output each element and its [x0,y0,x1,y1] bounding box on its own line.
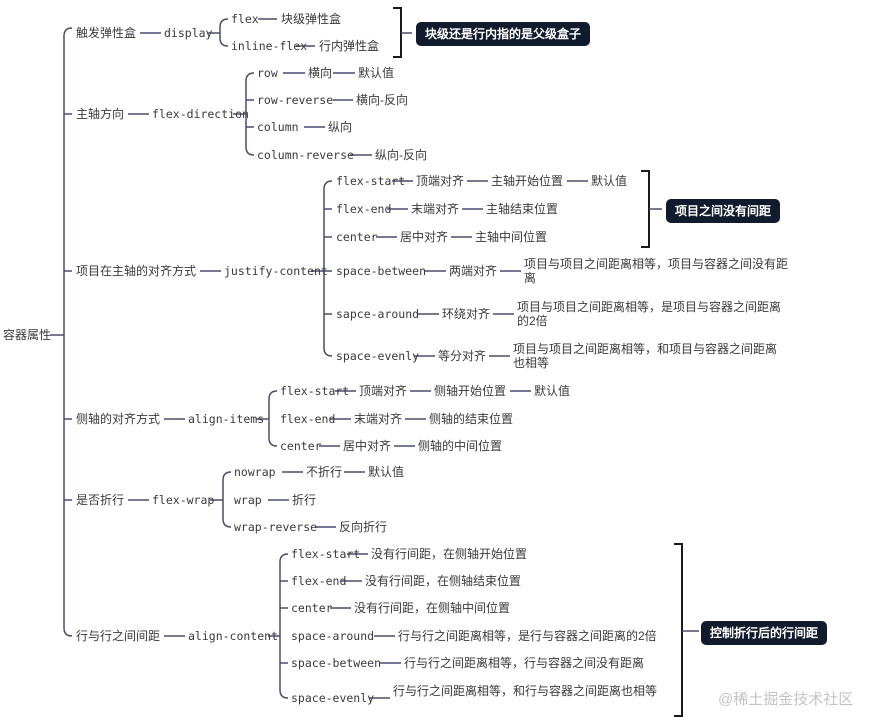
value-ac-center: center [291,601,333,615]
desc-ac-flex-start: 没有行间距，在侧轴开始位置 [371,547,528,561]
desc-wrap: 折行 [292,493,317,507]
desc-ai-center: 居中对齐 [343,439,392,453]
desc-inline-flex: 行内弹性盒 [319,39,380,53]
value-ai-center: center [280,439,322,453]
desc-flex: 块级弹性盒 [281,12,342,26]
value-jc-sapce-around: sapce-around [336,307,420,321]
prop-justify-content: justify-content [224,264,328,278]
prop-flex-direction: flex-direction [152,107,249,121]
extra2-ai-flex-start: 默认值 [534,384,571,398]
desc-jc-flex-end: 末端对齐 [411,202,460,216]
branch-justify-label: 项目在主轴的对齐方式 [76,264,197,278]
extra-row: 默认值 [358,66,395,80]
branch-align-label: 侧轴的对齐方式 [76,412,161,426]
extra-ai-center: 侧轴的中间位置 [418,439,503,453]
desc-jc-space-between: 两端对齐 [449,264,498,278]
value-jc-center: center [336,230,378,244]
value-flex: flex [231,12,259,26]
note-justify: 项目之间没有间距 [666,199,781,223]
branch-content-label: 行与行之间间距 [76,629,161,643]
desc-ai-flex-end: 末端对齐 [354,412,403,426]
desc-ac-space-evenly: 行与行之间距离相等，和行与容器之间距离也相等 [393,684,658,698]
value-jc-space-evenly: space-evenly [336,349,420,363]
branch-wrap-label: 是否折行 [76,493,125,507]
desc-jc-space-evenly: 等分对齐 [438,349,487,363]
value-jc-flex-start: flex-start [336,174,406,188]
watermark: @稀土掘金技术社区 [718,691,854,708]
value-ac-flex-end: flex-end [291,574,347,588]
extra-jc-center: 主轴中间位置 [475,230,548,244]
extra-ai-flex-start: 侧轴开始位置 [434,384,507,398]
extra2-jc-flex-start: 默认值 [591,174,628,188]
value-ai-flex-start: flex-start [280,384,350,398]
desc-wrap-reverse: 反向折行 [339,520,388,534]
desc-ac-center: 没有行间距，在侧轴中间位置 [354,601,511,615]
root-node: 容器属性 [3,328,52,342]
value-ai-flex-end: flex-end [280,412,336,426]
value-column-reverse: column-reverse [257,148,354,162]
extra-jc-space-between: 项目与项目之间距离相等，项目与容器之间没有距离 [524,257,789,285]
value-nowrap: nowrap [234,465,276,479]
desc-jc-flex-start: 顶端对齐 [416,174,465,188]
value-inline-flex: inline-flex [231,39,308,53]
branch-display-label: 触发弹性盒 [76,26,137,40]
value-jc-flex-end: flex-end [336,202,392,216]
value-wrap: wrap [234,493,262,507]
extra-jc-space-evenly: 项目与项目之间距离相等，和项目与容器之间距离也相等 [513,342,778,370]
value-jc-space-between: space-between [336,264,427,278]
value-row-reverse: row-reverse [257,93,334,107]
desc-nowrap: 不折行 [306,465,343,479]
desc-column: 纵向 [328,120,353,134]
desc-column-reverse: 纵向-反向 [375,148,427,162]
desc-jc-sapce-around: 环绕对齐 [442,307,491,321]
desc-ac-space-between: 行与行之间距离相等，行与容器之间没有距离 [404,656,645,670]
prop-align-items: align-items [188,412,265,426]
prop-display: display [164,26,213,40]
value-ac-flex-start: flex-start [291,547,361,561]
value-wrap-reverse: wrap-reverse [234,520,318,534]
extra-ai-flex-end: 侧轴的结束位置 [429,412,514,426]
desc-ac-space-around: 行与行之间距离相等，是行与容器之间距离的2倍 [398,629,657,643]
extra-nowrap: 默认值 [368,465,405,479]
extra-jc-flex-start: 主轴开始位置 [491,174,564,188]
note-display: 块级还是行内指的是父级盒子 [416,22,591,46]
prop-flex-wrap: flex-wrap [152,493,215,507]
branch-direction-label: 主轴方向 [76,107,125,121]
desc-jc-center: 居中对齐 [400,230,449,244]
value-ac-space-around: space-around [291,629,375,643]
desc-ac-flex-end: 没有行间距，在侧轴结束位置 [365,574,522,588]
value-ac-space-evenly: space-evenly [291,691,375,705]
note-content: 控制折行后的行间距 [701,621,828,645]
value-ac-space-between: space-between [291,656,382,670]
value-column: column [257,120,299,134]
desc-ai-flex-start: 顶端对齐 [359,384,408,398]
prop-align-content: align-content [188,629,279,643]
desc-row: 横向 [308,66,333,80]
desc-row-reverse: 横向-反向 [356,93,408,107]
value-row: row [257,66,278,80]
extra-jc-flex-end: 主轴结束位置 [486,202,559,216]
extra-jc-sapce-around: 项目与项目之间距离相等，是项目与容器之间距离的2倍 [517,300,782,328]
